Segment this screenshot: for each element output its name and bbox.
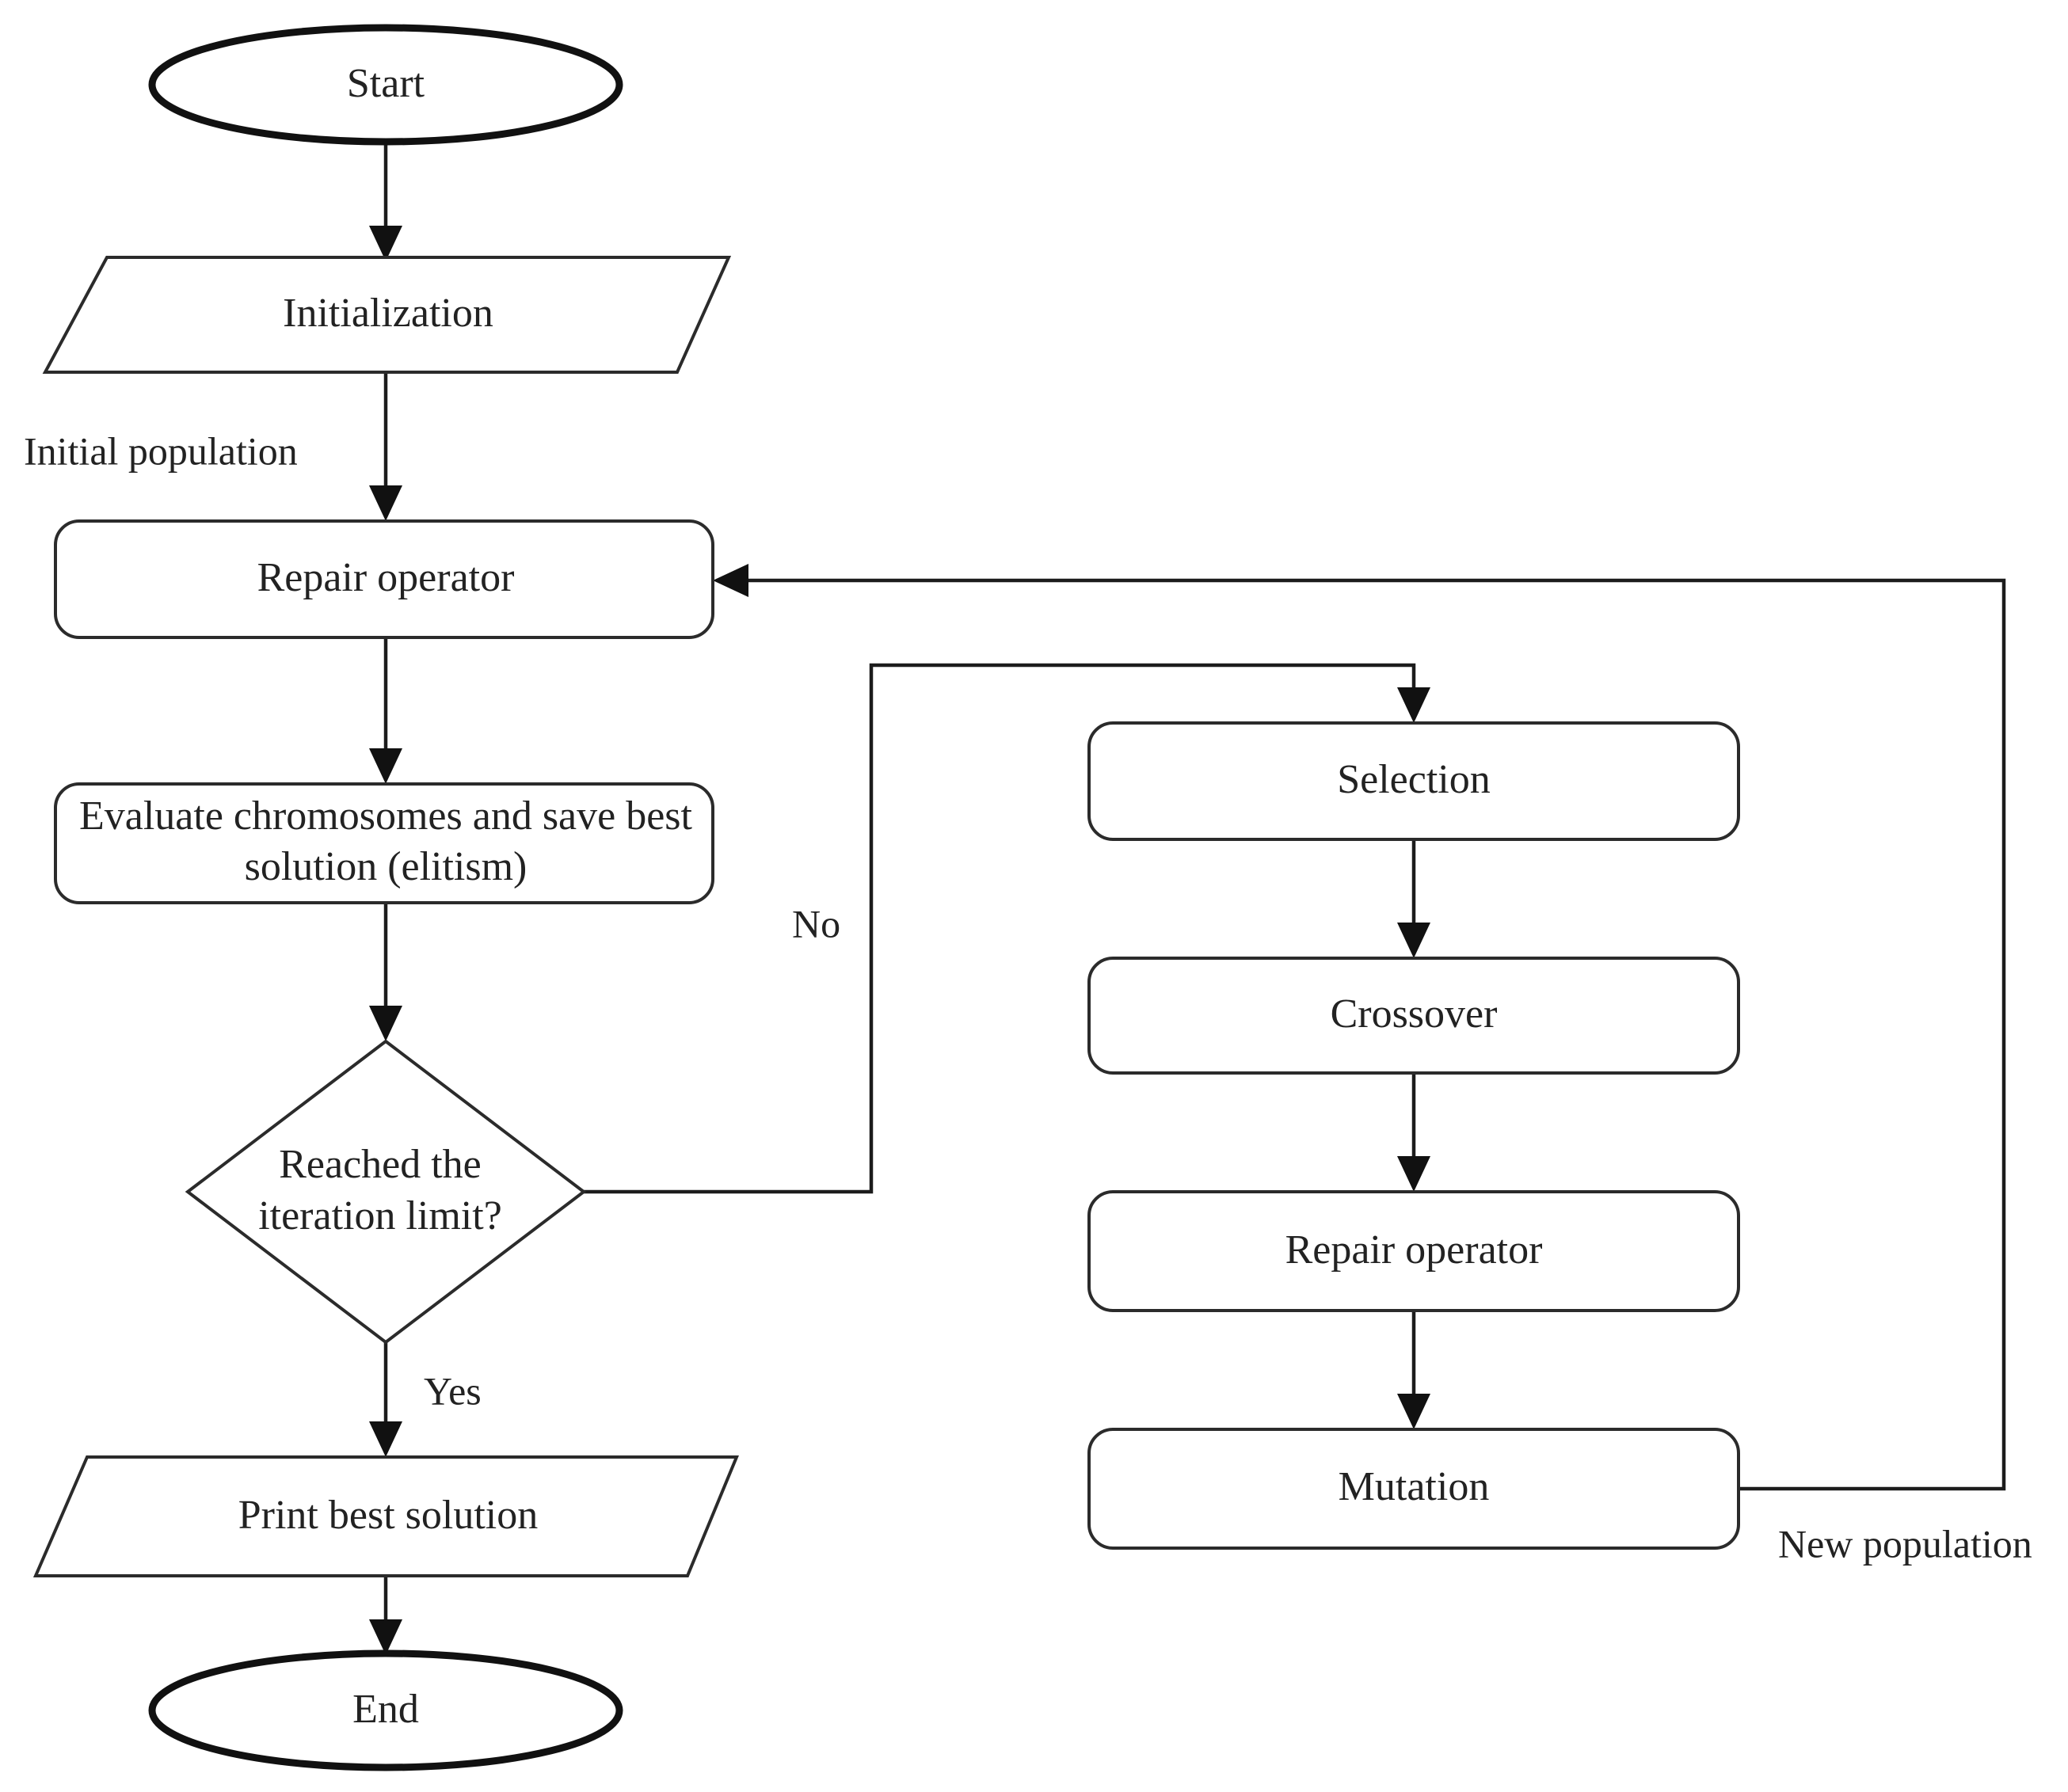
node-mutation-label: Mutation xyxy=(1339,1464,1490,1509)
edge-start-to-initialization xyxy=(369,142,402,261)
node-repair-operator-loop-label: Repair operator xyxy=(1285,1227,1543,1273)
edge-label-no: No xyxy=(792,901,840,945)
node-initialization-label: Initialization xyxy=(283,291,493,336)
edge-initialization-to-repair-operator xyxy=(369,372,402,521)
edge-label-initial-population: Initial population xyxy=(24,428,298,473)
edge-label-new-population: New population xyxy=(1778,1521,2032,1566)
edge-selection-to-crossover xyxy=(1397,839,1430,958)
edge-mutation-to-repair-operator-main xyxy=(713,564,2006,1491)
node-selection-label: Selection xyxy=(1337,757,1491,802)
edge-repair-operator-to-evaluate xyxy=(369,637,402,784)
node-print-best-label: Print best solution xyxy=(238,1493,538,1538)
node-start[interactable]: Start xyxy=(148,24,623,146)
node-repair-operator-main-label: Repair operator xyxy=(257,555,515,600)
node-evaluate-label-line2: solution (elitism) xyxy=(245,844,527,889)
node-end[interactable]: End xyxy=(148,1649,623,1771)
node-crossover-label: Crossover xyxy=(1331,991,1498,1037)
node-decision-label-line2: iteration limit? xyxy=(258,1193,502,1238)
node-start-label: Start xyxy=(347,61,425,106)
node-decision-label-line1: Reached the xyxy=(279,1142,482,1187)
node-evaluate[interactable]: Evaluate chromosomes and save best solut… xyxy=(54,782,714,904)
node-print-best[interactable]: Print best solution xyxy=(32,1455,739,1577)
edge-print-best-to-end xyxy=(369,1576,402,1655)
node-repair-operator-main[interactable]: Repair operator xyxy=(54,519,714,639)
node-crossover[interactable]: Crossover xyxy=(1087,957,1740,1075)
edge-repair-operator-loop-to-mutation xyxy=(1397,1311,1430,1429)
node-evaluate-label-line1: Evaluate chromosomes and save best xyxy=(79,793,693,839)
edge-decision-no-to-selection xyxy=(584,663,1430,1194)
edge-crossover-to-repair-operator-loop xyxy=(1397,1073,1430,1192)
edge-decision-yes-to-print-best xyxy=(369,1342,402,1457)
node-initialization[interactable]: Initialization xyxy=(42,256,732,374)
node-mutation[interactable]: Mutation xyxy=(1087,1428,1740,1550)
node-decision[interactable]: Reached the iteration limit? xyxy=(185,1039,587,1345)
edge-evaluate-to-decision xyxy=(369,903,402,1041)
node-selection[interactable]: Selection xyxy=(1087,721,1740,841)
node-end-label: End xyxy=(352,1687,419,1732)
node-repair-operator-loop[interactable]: Repair operator xyxy=(1087,1190,1740,1312)
edge-label-yes: Yes xyxy=(424,1368,482,1413)
